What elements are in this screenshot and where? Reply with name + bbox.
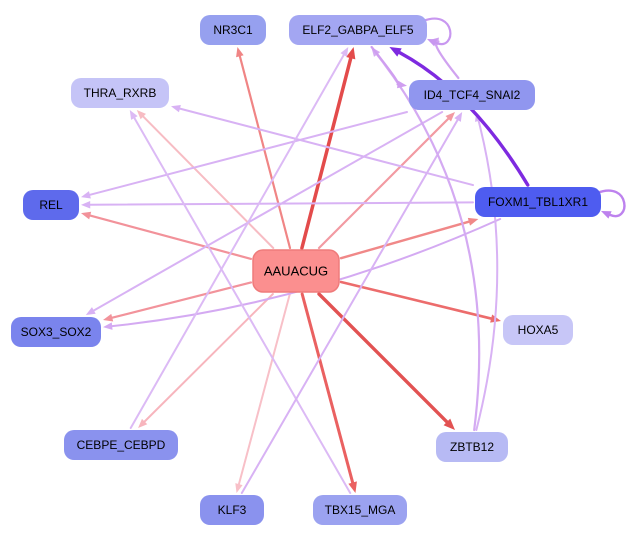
arrowhead <box>467 217 479 226</box>
arrowhead <box>236 47 244 58</box>
node-HOXA5[interactable]: HOXA5 <box>503 315 573 345</box>
node-KLF3[interactable]: KLF3 <box>200 495 264 525</box>
edge-KLF3-ID4_TCF4_SNAI2 <box>240 112 463 494</box>
arrowhead <box>427 39 438 47</box>
node-box[interactable] <box>475 187 601 217</box>
node-box[interactable] <box>436 432 508 462</box>
node-box[interactable] <box>23 190 79 220</box>
arrowhead <box>235 483 243 493</box>
node-box[interactable] <box>64 430 178 460</box>
arrowhead <box>454 112 463 122</box>
node-FOXM1_TBL1XR1[interactable]: FOXM1_TBL1XR1 <box>475 187 601 217</box>
edge-TBX15_MGA-THRA_RXRB <box>129 110 352 494</box>
node-ELF2_GABPA_ELF5[interactable]: ELF2_GABPA_ELF5 <box>289 15 427 45</box>
edge-ELF2_GABPA_ELF5-ID4_TCF4_SNAI2 <box>370 45 407 89</box>
node-box[interactable] <box>289 15 427 45</box>
node-box[interactable] <box>200 15 266 45</box>
node-NR3C1[interactable]: NR3C1 <box>200 15 266 45</box>
edge-AAUACUG-FOXM1_TBL1XR1 <box>339 217 479 260</box>
arrowhead <box>346 47 356 60</box>
edge-AAUACUG-THRA_RXRB <box>136 110 275 249</box>
edge-AAUACUG-SOX3_SOX2 <box>103 281 253 322</box>
arrowhead <box>81 191 91 199</box>
arrowhead <box>103 313 114 322</box>
arrowhead <box>348 481 357 493</box>
node-AAUACUG[interactable]: AAUACUG <box>252 249 340 293</box>
arrowhead <box>389 47 402 57</box>
edge-AAUACUG-REL <box>81 211 253 260</box>
node-ZBTB12[interactable]: ZBTB12 <box>436 432 508 462</box>
arrowhead <box>171 104 181 113</box>
arrowhead <box>443 418 455 430</box>
node-box[interactable] <box>200 495 264 525</box>
node-box[interactable] <box>71 78 169 108</box>
arrowhead <box>138 418 148 428</box>
edge-layer <box>81 17 626 494</box>
edge-ID4_TCF4_SNAI2-SOX3_SOX2 <box>85 111 444 315</box>
node-box[interactable] <box>409 80 535 110</box>
edge-CEBPE_CEBPD-ELF2_GABPA_ELF5 <box>129 47 349 429</box>
node-ID4_TCF4_SNAI2[interactable]: ID4_TCF4_SNAI2 <box>409 80 535 110</box>
edge-ID4_TCF4_SNAI2-REL <box>81 110 408 199</box>
edge-AAUACUG-ID4_TCF4_SNAI2 <box>317 112 455 250</box>
edge-FOXM1_TBL1XR1-THRA_RXRB <box>171 104 474 187</box>
arrowhead <box>103 322 113 330</box>
node-CEBPE_CEBPD[interactable]: CEBPE_CEBPD <box>64 430 178 460</box>
node-box[interactable] <box>11 317 101 347</box>
arrowhead <box>136 110 146 120</box>
edge-AAUACUG-TBX15_MGA <box>300 292 357 493</box>
arrowhead <box>129 110 138 120</box>
node-box[interactable] <box>313 495 407 525</box>
edge-AAUACUG-CEBPE_CEBPD <box>138 293 274 428</box>
arrowhead <box>601 211 612 219</box>
arrowhead <box>81 200 91 209</box>
arrowhead <box>340 47 349 57</box>
node-SOX3_SOX2[interactable]: SOX3_SOX2 <box>11 317 101 347</box>
edge-AAUACUG-NR3C1 <box>236 47 292 250</box>
edge-FOXM1_TBL1XR1-REL <box>81 200 474 209</box>
edge-AAUACUG-KLF3 <box>235 293 291 493</box>
edge-AAUACUG-ELF2_GABPA_ELF5 <box>300 47 356 250</box>
arrowhead <box>445 112 455 122</box>
node-THRA_RXRB[interactable]: THRA_RXRB <box>71 78 169 108</box>
edge-AAUACUG-ZBTB12 <box>317 292 455 430</box>
node-REL[interactable]: REL <box>23 190 79 220</box>
arrowhead <box>397 80 407 89</box>
edge-loop-ELF2_GABPA_ELF5 <box>421 17 452 47</box>
node-TBX15_MGA[interactable]: TBX15_MGA <box>313 495 407 525</box>
edge-loop-FOXM1_TBL1XR1 <box>595 189 626 219</box>
node-box[interactable] <box>503 315 573 345</box>
node-box[interactable] <box>252 249 340 293</box>
arrowhead <box>85 307 96 315</box>
arrowhead <box>81 211 92 220</box>
